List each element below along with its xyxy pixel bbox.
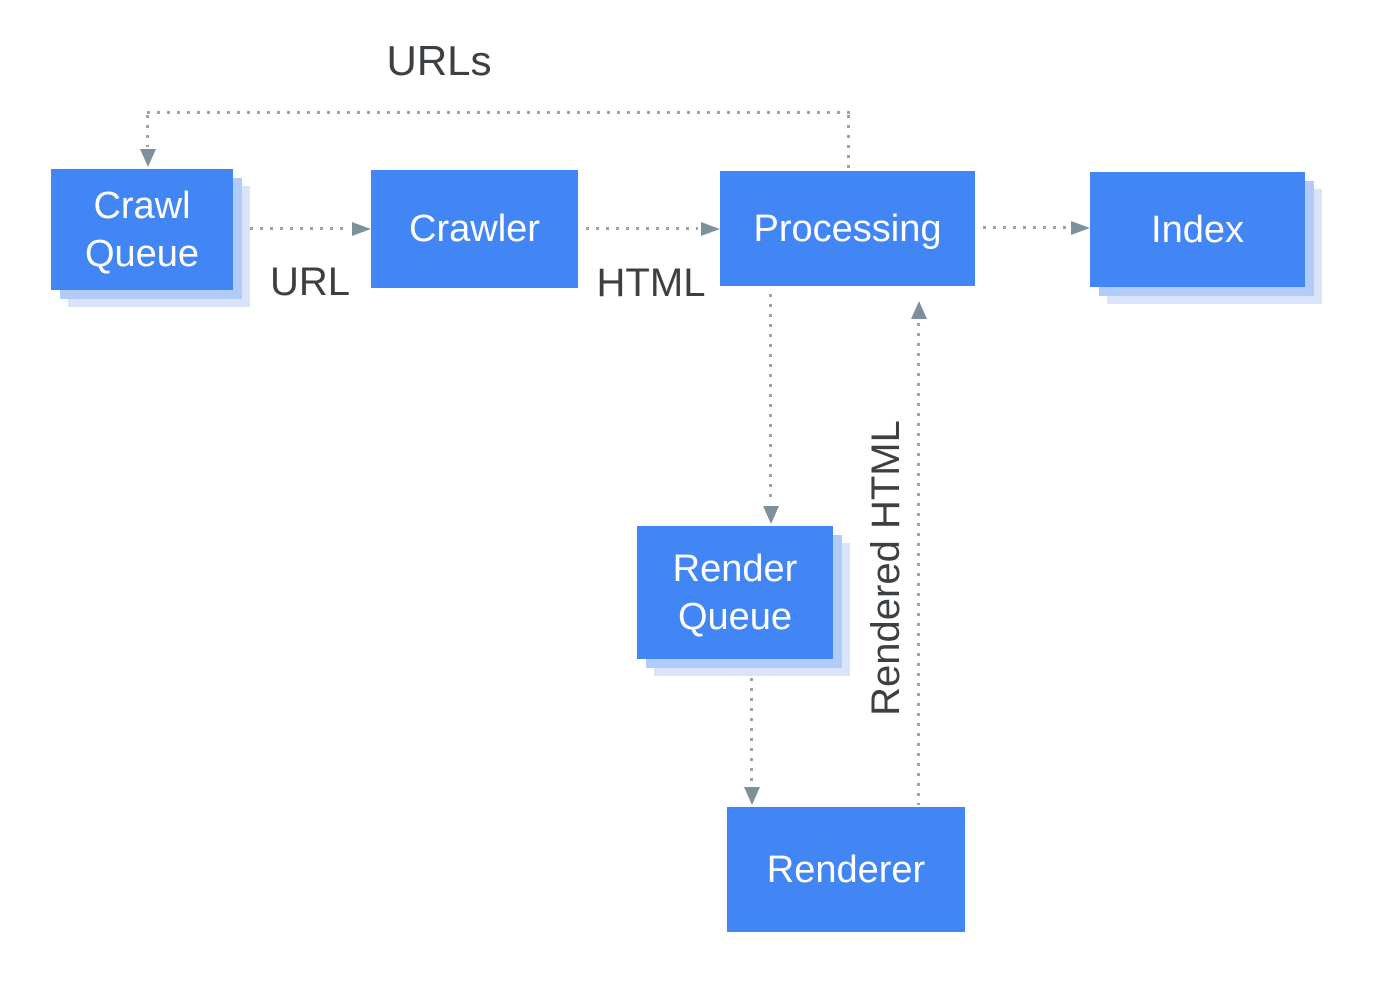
node-label-crawl-queue: Crawl Queue bbox=[84, 184, 200, 275]
node-renderer: Renderer bbox=[727, 807, 965, 932]
arrowhead-into-crawler bbox=[352, 222, 371, 236]
edge-crawlqueue-to-crawler-line bbox=[250, 227, 348, 230]
node-label-render-queue: Render Queue bbox=[672, 547, 798, 638]
node-render-queue: Render Queue bbox=[637, 526, 850, 676]
node-box-crawler: Crawler bbox=[371, 170, 578, 288]
node-label-renderer: Renderer bbox=[766, 848, 926, 891]
edge-crawler-to-processing-line bbox=[586, 227, 698, 230]
arrowhead-into-index bbox=[1071, 221, 1090, 235]
arrowhead-into-crawl-queue bbox=[140, 149, 156, 167]
node-crawler: Crawler bbox=[371, 170, 578, 288]
edge-renderer-to-processing-line bbox=[917, 323, 920, 805]
edge-label-url: URL bbox=[269, 260, 351, 304]
edge-processing-to-crawlqueue-line-left bbox=[146, 115, 149, 147]
node-label-processing: Processing bbox=[753, 207, 942, 250]
arrowhead-into-renderer bbox=[744, 787, 760, 805]
node-processing: Processing bbox=[720, 171, 975, 286]
node-crawl-queue: Crawl Queue bbox=[51, 169, 250, 307]
edge-label-urls: URLs bbox=[386, 37, 492, 84]
node-box-renderer: Renderer bbox=[727, 807, 965, 932]
node-box-processing: Processing bbox=[720, 171, 975, 286]
edge-processing-to-index-line bbox=[983, 226, 1068, 229]
arrowhead-into-processing bbox=[701, 222, 720, 236]
edge-renderqueue-to-renderer-line bbox=[750, 678, 753, 785]
edge-processing-to-renderqueue-line bbox=[769, 294, 772, 504]
edge-processing-to-crawlqueue-line-horizontal bbox=[147, 111, 850, 114]
edge-label-rendered-html: Rendered HTML bbox=[864, 420, 908, 716]
edge-label-html: HTML bbox=[596, 261, 706, 305]
node-box-render-queue: Render Queue bbox=[637, 526, 833, 659]
arrowhead-into-render-queue bbox=[763, 506, 779, 524]
node-label-index: Index bbox=[1151, 208, 1244, 251]
arrowhead-up-into-processing bbox=[911, 301, 927, 319]
edge-processing-to-crawlqueue-line-right bbox=[847, 115, 850, 170]
node-index: Index bbox=[1090, 172, 1322, 304]
node-box-index: Index bbox=[1090, 172, 1305, 287]
node-box-crawl-queue: Crawl Queue bbox=[51, 169, 233, 290]
node-label-crawler: Crawler bbox=[409, 208, 540, 250]
